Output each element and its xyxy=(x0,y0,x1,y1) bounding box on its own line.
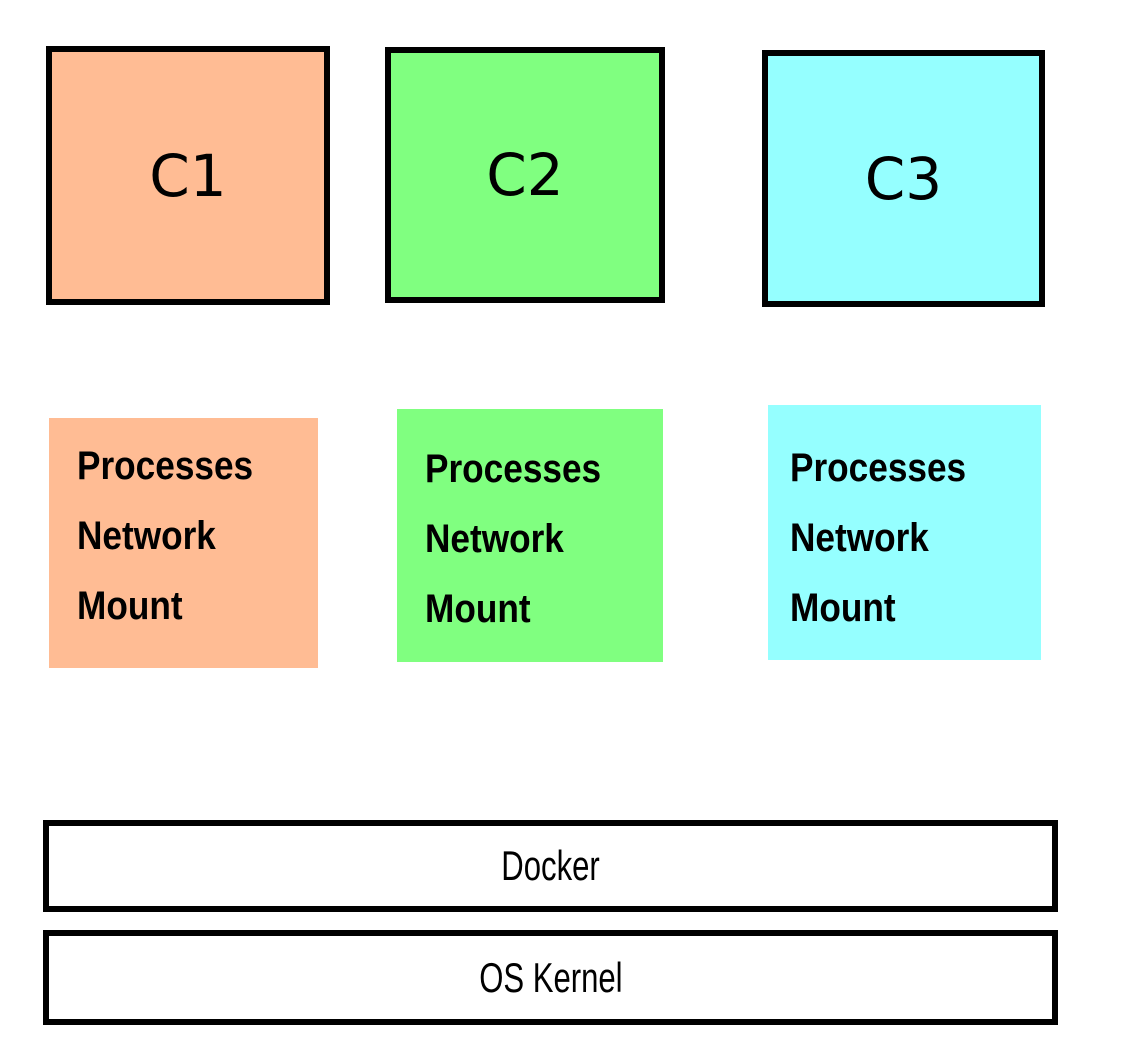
container-box-c3: C3 xyxy=(762,50,1045,307)
container-label-c3: C3 xyxy=(864,144,943,213)
namespace-item-processes: Processes xyxy=(425,447,602,491)
container-box-c2: C2 xyxy=(385,47,665,303)
namespace-block-c2: Processes Network Mount xyxy=(397,409,663,662)
layer-label-docker: Docker xyxy=(501,842,600,889)
namespace-list-c3: Processes Network Mount xyxy=(790,448,1041,628)
namespace-item-network: Network xyxy=(790,516,929,560)
namespace-item-network: Network xyxy=(425,517,564,561)
layer-bar-os-kernel: OS Kernel xyxy=(43,930,1058,1025)
container-label-c1: C1 xyxy=(149,141,227,210)
container-label-c2: C2 xyxy=(486,141,564,209)
namespace-list-c1: Processes Network Mount xyxy=(77,446,318,626)
layer-label-os-kernel: OS Kernel xyxy=(478,953,623,1001)
namespace-item-mount: Mount xyxy=(790,586,896,630)
namespace-block-c1: Processes Network Mount xyxy=(49,418,318,668)
layer-bar-docker: Docker xyxy=(43,820,1058,912)
namespace-item-network: Network xyxy=(77,514,216,558)
namespace-list-c2: Processes Network Mount xyxy=(425,449,663,629)
namespace-item-mount: Mount xyxy=(425,587,531,631)
namespace-item-processes: Processes xyxy=(790,446,967,490)
container-box-c1: C1 xyxy=(46,46,330,305)
namespace-item-processes: Processes xyxy=(77,444,254,488)
namespace-item-mount: Mount xyxy=(77,584,183,628)
namespace-block-c3: Processes Network Mount xyxy=(768,405,1041,660)
